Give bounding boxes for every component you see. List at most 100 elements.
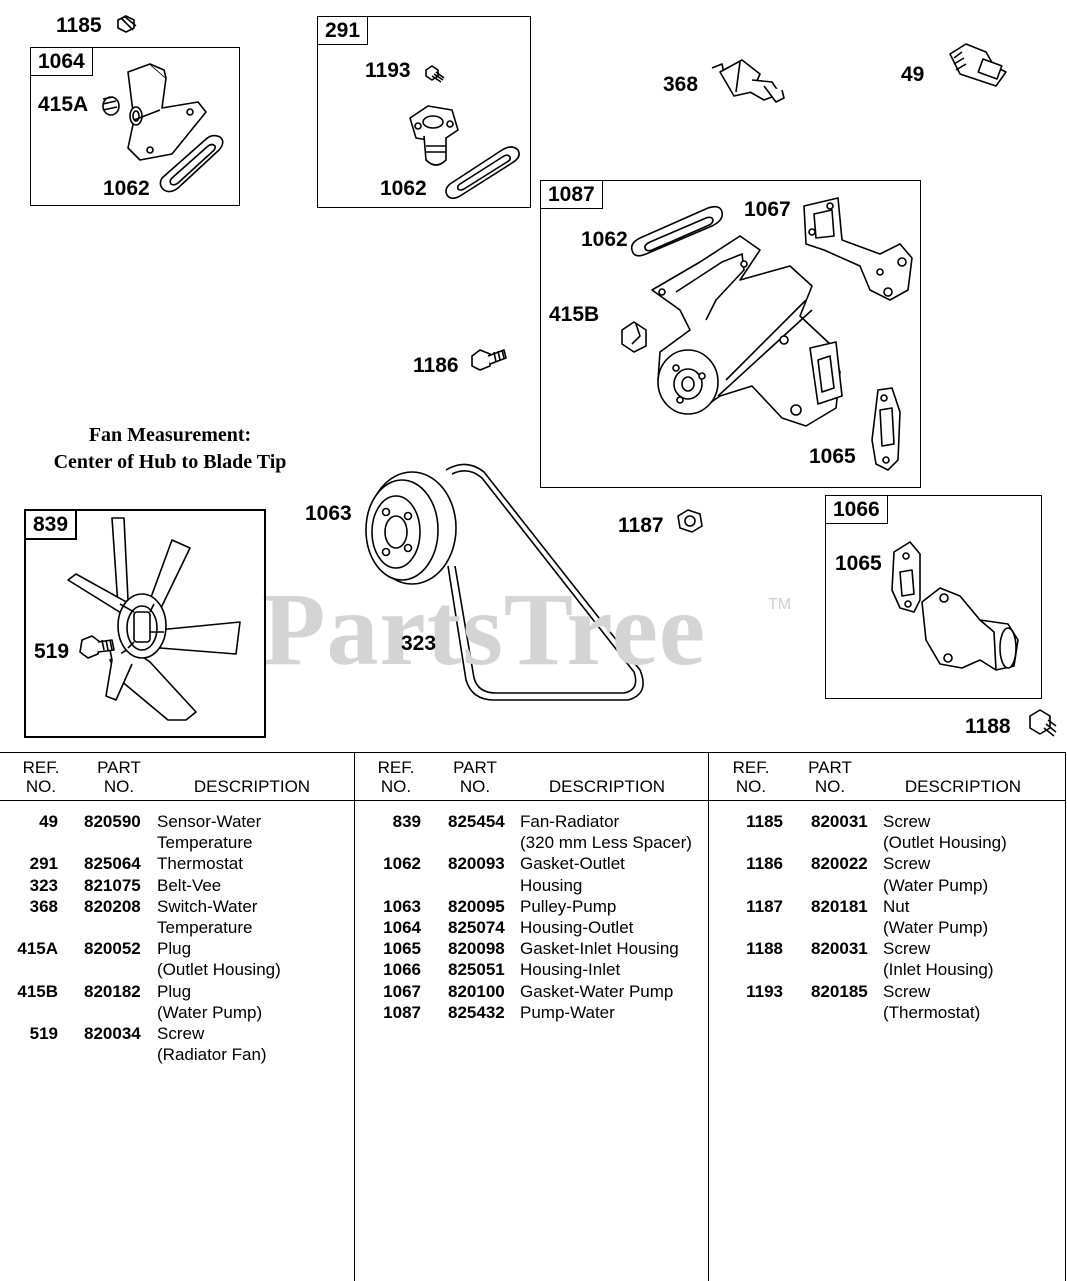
pulley-1063-part [365, 471, 457, 585]
description: Screw [883, 854, 931, 874]
gasket-1062c-part [630, 205, 724, 257]
label-1185: 1185 [56, 14, 102, 37]
description: Screw [883, 812, 931, 831]
description: Plug [157, 939, 192, 959]
part-no: 820590 [84, 812, 141, 831]
header-description: DESCRIPTION [193, 777, 311, 796]
box-tag-1087: 1087 [540, 180, 603, 209]
gasket-1065a-part [871, 387, 901, 471]
header-ref-line2: NO. [380, 777, 412, 796]
description: Housing [520, 875, 583, 895]
header-ref: REF. NO. [375, 758, 417, 796]
label-1063: 1063 [305, 502, 352, 525]
header-description: DESCRIPTION [904, 777, 1022, 796]
label-415b: 415B [549, 303, 600, 326]
ref-no: 1186 [746, 854, 783, 874]
part-no: 825454 [448, 812, 505, 831]
screw-1185-part [117, 15, 137, 33]
description: Belt-Vee [157, 875, 222, 895]
label-1067: 1067 [744, 198, 791, 221]
part-no: 825064 [84, 854, 141, 874]
ref-no: 1187 [746, 896, 783, 916]
inlet-housing-1066-part [921, 587, 1019, 671]
table-header: REF. NO. PART NO. DESCRIPTION [709, 753, 1065, 801]
part-no: 820034 [84, 1024, 141, 1044]
ref-no: 368 [29, 896, 58, 916]
table-header: REF. NO. PART NO. DESCRIPTION [355, 753, 708, 801]
label-1065-b: 1065 [835, 552, 882, 575]
header-part-line2: NO. [459, 777, 491, 796]
part-no: 825074 [448, 918, 505, 938]
header-part: PART NO. [92, 758, 146, 796]
label-519: 519 [34, 640, 70, 663]
box-tag-291: 291 [317, 16, 369, 45]
watermark-tm: TM [768, 596, 792, 613]
part-no: 820022 [811, 854, 868, 874]
fan-note-line-1: Fan Measurement: [88, 424, 252, 446]
ref-no: 415A [17, 939, 58, 959]
header-part: PART NO. [448, 758, 502, 796]
description: Screw [883, 981, 931, 1001]
part-no: 820052 [84, 939, 141, 959]
ref-no: 1066 [383, 960, 421, 980]
header-part-line2: NO. [103, 777, 135, 796]
ref-no: 291 [29, 854, 58, 874]
description: Screw [883, 939, 931, 959]
part-no: 825432 [448, 1002, 505, 1022]
plug-415b-part [621, 321, 647, 353]
part-no: 820182 [84, 981, 141, 1001]
belt-323-part [445, 463, 644, 701]
diagram-drawing [67, 15, 1057, 737]
part-no: 820181 [811, 896, 868, 916]
label-1187: 1187 [618, 514, 664, 537]
gasket-1062a-part [159, 134, 224, 193]
description: (Water Pump) [883, 918, 989, 938]
ref-no: 1063 [383, 896, 421, 916]
description: Fan-Radiator [520, 812, 620, 831]
header-ref: REF. NO. [730, 758, 772, 796]
description: Pump-Water [520, 1002, 615, 1022]
box-tag-1064: 1064 [30, 47, 93, 76]
part-no: 820185 [811, 981, 868, 1001]
ref-no: 1188 [746, 939, 783, 959]
screw-1188-part [1029, 709, 1057, 737]
table-header: REF. NO. PART NO. DESCRIPTION [0, 753, 354, 801]
label-1062-a: 1062 [103, 177, 150, 200]
fan-measurement-note: Fan Measurement: Center of Hub to Blade … [20, 422, 320, 476]
part-no: 820093 [448, 854, 505, 874]
description: Gasket-Outlet [520, 854, 625, 874]
part-no: 821075 [84, 875, 141, 895]
description: Pulley-Pump [520, 896, 617, 916]
part-no: 820100 [448, 981, 505, 1001]
fan-note-line-2: Center of Hub to Blade Tip [53, 451, 287, 473]
label-1186: 1186 [413, 354, 459, 377]
description: Screw [157, 1024, 205, 1044]
screw-1186-part [471, 349, 507, 371]
description: Sensor-Water [157, 812, 262, 831]
description: Housing-Outlet [520, 918, 634, 938]
header-ref-line2: NO. [25, 777, 57, 796]
part-no: 820208 [84, 896, 141, 916]
ref-no: 323 [29, 875, 58, 895]
watermark: PartsTree [262, 572, 707, 687]
fan-839-part [67, 517, 241, 721]
callout-box-291: 291 [317, 16, 531, 208]
ref-no: 519 [29, 1024, 58, 1044]
header-ref-line2: NO. [735, 777, 767, 796]
